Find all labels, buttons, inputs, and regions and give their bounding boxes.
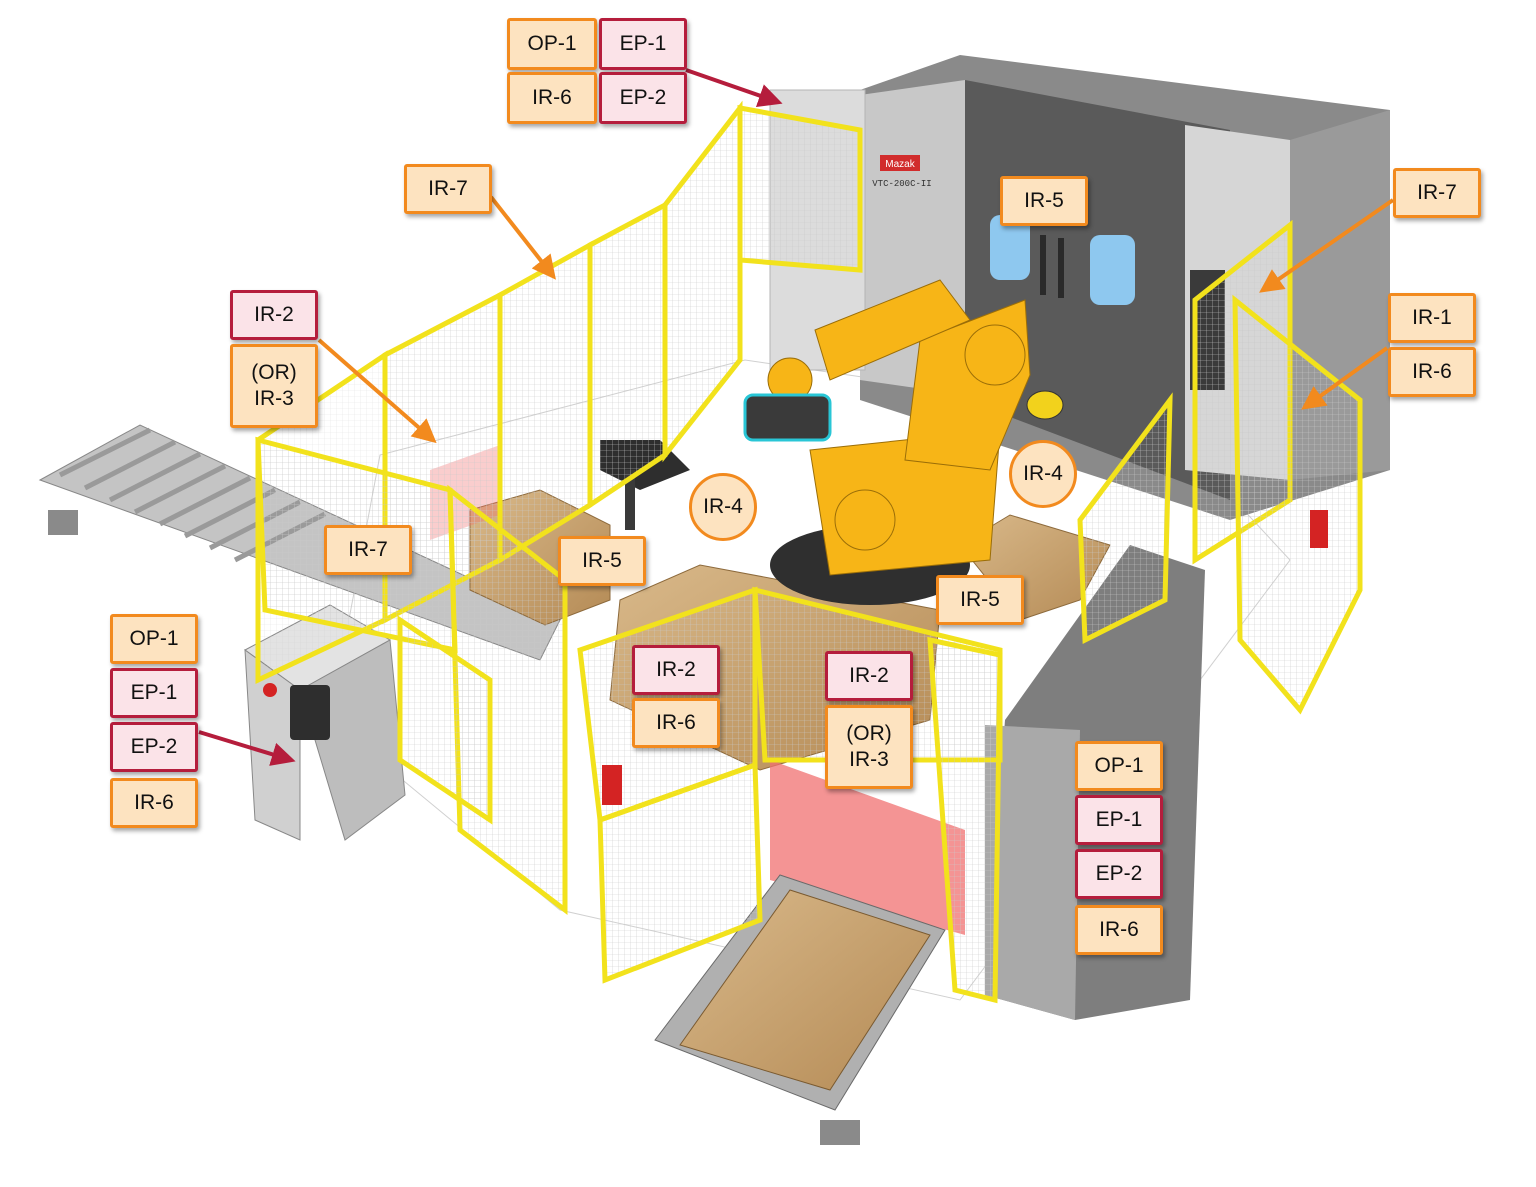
machine-badge [880, 155, 920, 171]
tag-ir2-left: IR-2 [230, 290, 318, 340]
tag-door-ir6: IR-6 [632, 698, 720, 748]
arrow-controller [198, 730, 296, 766]
leader-arrows [198, 68, 1395, 766]
tag-ir7-door: IR-7 [1393, 168, 1481, 218]
machine-window-right [1090, 235, 1135, 305]
tag-station-or-ir3: (OR) IR-3 [825, 705, 913, 789]
tag-cabinet-ep1: EP-1 [1075, 795, 1163, 845]
tag-controller-op1: OP-1 [110, 614, 198, 664]
tag-top-ir6: IR-6 [507, 72, 597, 124]
tag-ir5-right-pallet: IR-5 [936, 575, 1024, 625]
tag-cabinet-ir6: IR-6 [1075, 905, 1163, 955]
tag-controller-ep1: EP-1 [110, 668, 198, 718]
machine-badge-text: Mazak [885, 159, 915, 170]
tag-top-ep2: EP-2 [599, 72, 687, 124]
safety-scanner [1026, 390, 1064, 420]
arrow-ir7-left [489, 195, 556, 280]
arrow-top-to-machine [685, 68, 783, 108]
tag-cabinet-op1: OP-1 [1075, 741, 1163, 791]
tag-ir6-right: IR-6 [1388, 347, 1476, 397]
tag-ir5-machine: IR-5 [1000, 176, 1088, 226]
safety-fence [255, 100, 1363, 1004]
tag-ir5-left-pallet: IR-5 [558, 536, 646, 586]
teach-pendant [290, 685, 330, 740]
tag-ir1-right: IR-1 [1388, 293, 1476, 343]
tag-controller-ir6: IR-6 [110, 778, 198, 828]
tag-cabinet-ep2: EP-2 [1075, 849, 1163, 899]
tag-top-op1: OP-1 [507, 18, 597, 70]
zone-ir4-left: IR-4 [689, 473, 757, 541]
tag-top-ep1: EP-1 [599, 18, 687, 70]
industrial-robot [743, 279, 1031, 605]
zone-ir4-right: IR-4 [1009, 440, 1077, 508]
arrow-ir2-left [317, 338, 437, 444]
estop-button [602, 510, 1328, 805]
tag-ir7-fence: IR-7 [404, 164, 492, 214]
machine-model-text: VTC-200C-II [872, 179, 931, 189]
machine-window-left [990, 215, 1030, 280]
arrow-ir6-right [1301, 346, 1389, 410]
tag-ir7-conveyor: IR-7 [324, 525, 412, 575]
tag-or-ir3-left: (OR) IR-3 [230, 344, 318, 428]
tag-door-ir2: IR-2 [632, 645, 720, 695]
arrow-ir7-right [1259, 198, 1395, 293]
tag-station-ir2: IR-2 [825, 651, 913, 701]
tag-controller-ep2: EP-2 [110, 722, 198, 772]
robot-gripper [743, 393, 832, 442]
